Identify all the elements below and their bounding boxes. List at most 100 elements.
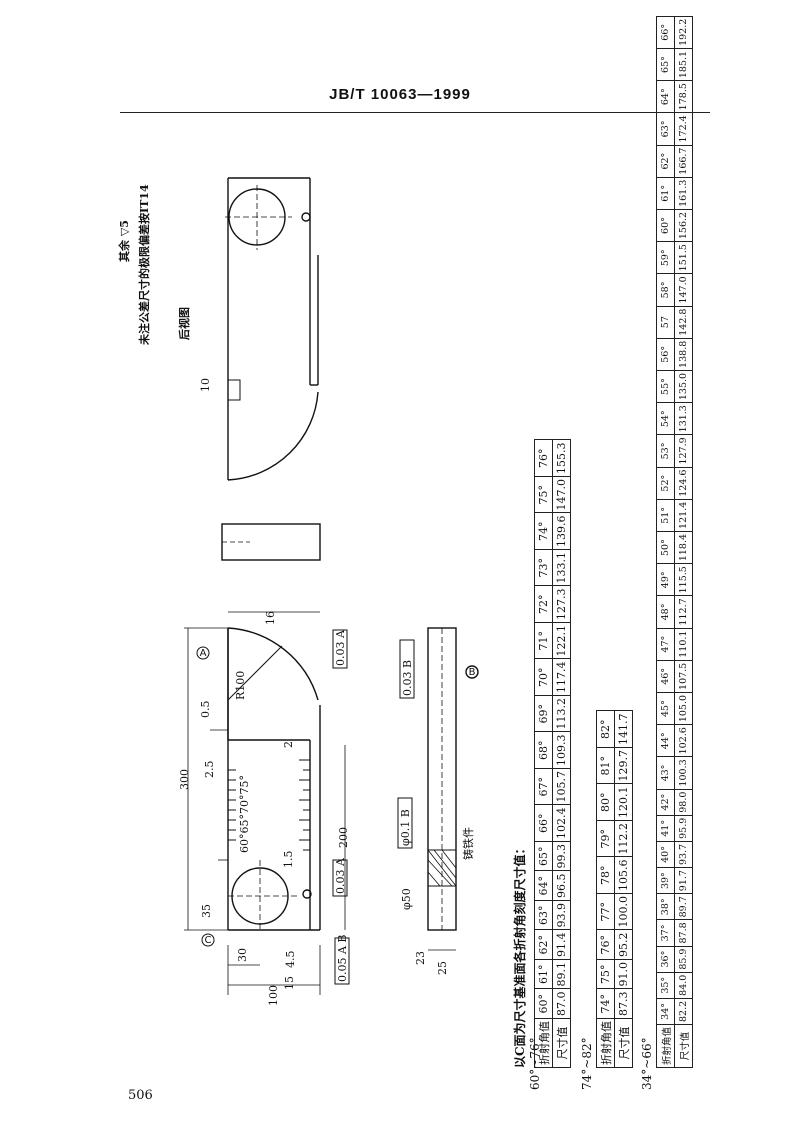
table-cell: 63° xyxy=(534,900,553,930)
table-3-range: 34°~66° xyxy=(640,1037,654,1090)
table-cell: 124.6 xyxy=(674,467,693,500)
table-cell: 142.8 xyxy=(674,306,693,339)
table-cell: 99.3 xyxy=(552,841,571,871)
table-cell: 122.1 xyxy=(552,622,571,659)
table-cell: 178.5 xyxy=(674,80,693,113)
table-cell: 76° xyxy=(596,930,615,960)
dim-phi50: φ50 xyxy=(400,888,413,910)
table-cell: 105.0 xyxy=(674,692,693,725)
top-view xyxy=(225,177,319,481)
table-cell: 98.0 xyxy=(674,789,693,816)
table-cell: 133.1 xyxy=(552,549,571,586)
table-cell: 48° xyxy=(656,595,675,629)
dimension-lines xyxy=(184,611,346,995)
row-header-cell: 尺寸值 xyxy=(614,1018,633,1068)
table-cell: 52° xyxy=(656,467,675,500)
table-cell: 78° xyxy=(596,857,615,894)
table-cell: 84.0 xyxy=(674,972,693,999)
table-cell: 135.0 xyxy=(674,370,693,403)
dim-2: 2 xyxy=(282,741,295,748)
row-header-cell: 折射角值 xyxy=(656,1024,675,1068)
table-cell: 76° xyxy=(534,440,553,477)
table-cell: 185.1 xyxy=(674,48,693,81)
radius-r100: R100 xyxy=(234,670,247,700)
table-cell: 66° xyxy=(656,16,675,49)
row-header-cell: 尺寸值 xyxy=(674,1024,693,1068)
table-cell: 95.9 xyxy=(674,815,693,842)
table-cell: 42° xyxy=(656,789,675,816)
table-cell: 112.7 xyxy=(674,595,693,629)
table-cell: 53° xyxy=(656,434,675,468)
table-cell: 68° xyxy=(534,732,553,769)
note-rear-view: 后视图 xyxy=(178,307,191,340)
part-note: 铸铁件 xyxy=(462,827,475,860)
table-cell: 117.4 xyxy=(552,659,571,696)
table-cell: 79° xyxy=(596,820,615,857)
table-cell: 71° xyxy=(534,622,553,659)
table-cell: 102.4 xyxy=(552,805,571,842)
table-cell: 85.9 xyxy=(674,946,693,973)
table-cell: 89.1 xyxy=(552,959,571,989)
main-view xyxy=(227,627,321,931)
table-cell: 100.3 xyxy=(674,756,693,790)
table-cell: 121.4 xyxy=(674,499,693,532)
tolerance-3: 0.05 A B xyxy=(336,934,349,982)
header-rule xyxy=(120,112,710,113)
table-cell: 72° xyxy=(534,586,553,623)
dim-35: 35 xyxy=(200,904,213,918)
tolerance-frames xyxy=(332,629,415,985)
table-cell: 155.3 xyxy=(552,440,571,477)
table-cell: 58° xyxy=(656,273,675,307)
table-cell: 50° xyxy=(656,531,675,564)
table-cell: 110.1 xyxy=(674,628,693,661)
note-tolerance: 未注公差尺寸的极限偏差按IT14 xyxy=(138,184,151,345)
table-cell: 120.1 xyxy=(614,784,633,821)
table-cell: 62° xyxy=(534,930,553,960)
table-cell: 67° xyxy=(534,768,553,805)
table-cell: 59° xyxy=(656,241,675,274)
table-cell: 74° xyxy=(534,513,553,550)
table-cell: 172.4 xyxy=(674,112,693,146)
table-cell: 102.6 xyxy=(674,724,693,757)
table-cell: 75° xyxy=(534,476,553,513)
row-header-cell: 尺寸值 xyxy=(552,1018,571,1068)
table-cell: 87.8 xyxy=(674,919,693,947)
table-cell: 109.3 xyxy=(552,732,571,769)
table-cell: 91.4 xyxy=(552,930,571,960)
table-2-range: 74°~82° xyxy=(580,1037,594,1090)
tolerance-5: φ0.1 B xyxy=(399,809,412,846)
table-cell: 65° xyxy=(656,48,675,81)
table-cell: 41° xyxy=(656,815,675,842)
table-cell: 43° xyxy=(656,756,675,790)
row-header-cell: 折射角值 xyxy=(596,1018,615,1068)
table-cell: 44° xyxy=(656,724,675,757)
table-cell: 141.7 xyxy=(614,711,633,748)
table-cell: 37° xyxy=(656,919,675,947)
table-cell: 60° xyxy=(534,989,553,1019)
table-cell: 131.3 xyxy=(674,402,693,435)
row-header-cell: 折射角值 xyxy=(534,1018,553,1068)
table-cell: 77° xyxy=(596,893,615,930)
note-surface: 其余 ▽5 xyxy=(118,220,131,262)
table-cell: 89.7 xyxy=(674,893,693,920)
table-cell: 75° xyxy=(596,959,615,989)
dim-4-5: 4.5 xyxy=(284,950,297,969)
tolerance-1: 0.03 A xyxy=(334,630,347,666)
table-cell: 91.7 xyxy=(674,867,693,894)
dim-0-5: 0.5 xyxy=(199,700,212,719)
table-cell: 62° xyxy=(656,145,675,178)
table-cell: 96.5 xyxy=(552,871,571,901)
table-cell: 81° xyxy=(596,747,615,784)
table-cell: 95.2 xyxy=(614,930,633,960)
dim-300: 300 xyxy=(178,769,191,790)
table-cell: 147.0 xyxy=(552,476,571,513)
table-cell: 138.8 xyxy=(674,338,693,371)
table-cell: 40° xyxy=(656,841,675,868)
